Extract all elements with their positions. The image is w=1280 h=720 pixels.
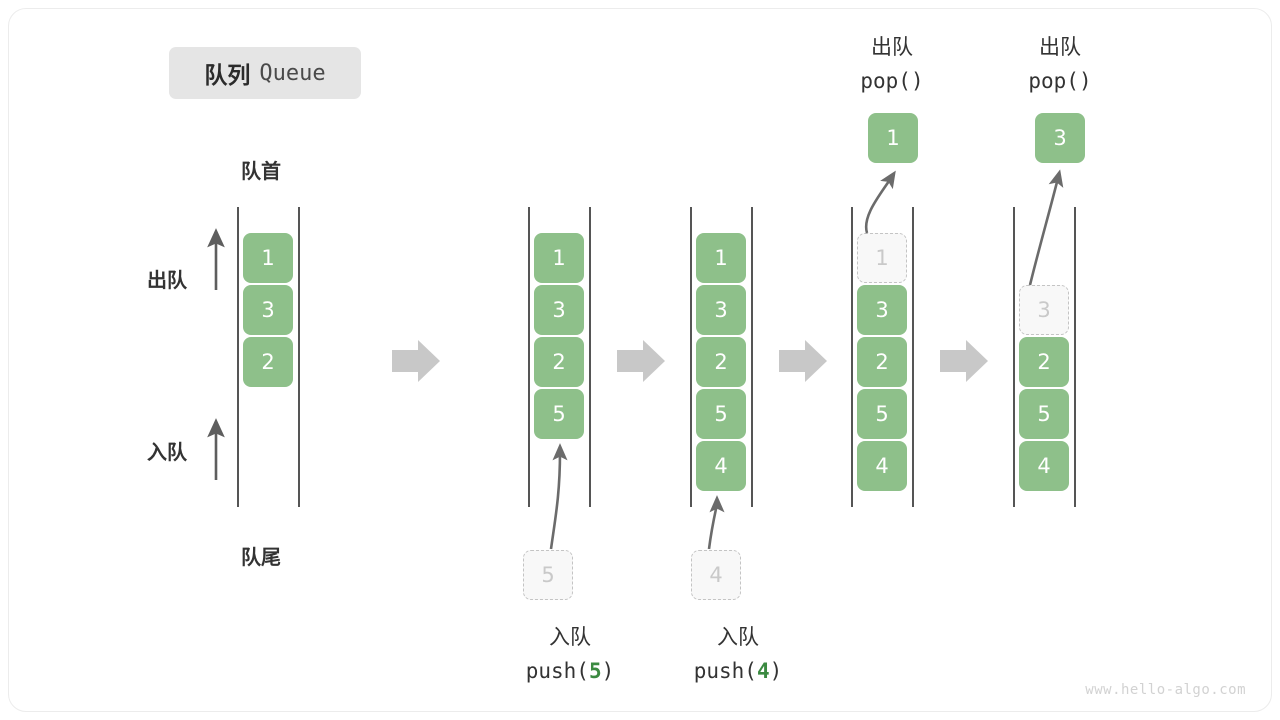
queue-cell: 5 xyxy=(534,389,584,439)
diagram-card xyxy=(8,8,1272,712)
queue-cell: 2 xyxy=(243,337,293,387)
enqueue-direction-label: 入队 xyxy=(147,440,187,464)
ghost-cell: 4 xyxy=(691,550,741,600)
queue-cell: 2 xyxy=(1019,337,1069,387)
operation-cn: 出队 xyxy=(1039,35,1081,59)
rail-right-step1 xyxy=(298,207,300,507)
operation-code: pop() xyxy=(860,69,924,93)
operation-code: pop() xyxy=(1028,69,1092,93)
rail-left-step3 xyxy=(690,207,692,507)
popped-value-box: 3 xyxy=(1035,113,1085,163)
queue-cell: 2 xyxy=(857,337,907,387)
operation-label-push-4: 入队 push(4) xyxy=(678,620,798,688)
operation-arg: 5 xyxy=(588,659,602,683)
popped-value-box: 1 xyxy=(868,113,918,163)
operation-cn: 入队 xyxy=(549,625,591,649)
rail-right-step2 xyxy=(589,207,591,507)
operation-label-pop-1: 出队 pop() xyxy=(832,30,952,98)
rail-left-step4 xyxy=(851,207,853,507)
queue-cell: 3 xyxy=(857,285,907,335)
rail-left-step5 xyxy=(1013,207,1015,507)
operation-cn: 入队 xyxy=(717,625,759,649)
queue-cell: 3 xyxy=(243,285,293,335)
dequeue-direction-label: 出队 xyxy=(147,268,187,292)
operation-arg: 4 xyxy=(756,659,770,683)
title-en: Queue xyxy=(259,60,326,86)
queue-cell: 4 xyxy=(857,441,907,491)
queue-cell: 3 xyxy=(696,285,746,335)
queue-cell: 4 xyxy=(1019,441,1069,491)
operation-cn: 出队 xyxy=(871,35,913,59)
rail-right-step5 xyxy=(1074,207,1076,507)
queue-cell: 1 xyxy=(243,233,293,283)
rail-left-step1 xyxy=(237,207,239,507)
queue-cell: 5 xyxy=(696,389,746,439)
queue-cell: 1 xyxy=(696,233,746,283)
rail-right-step4 xyxy=(912,207,914,507)
queue-cell: 2 xyxy=(696,337,746,387)
queue-cell: 5 xyxy=(857,389,907,439)
operation-label-push-5: 入队 push(5) xyxy=(510,620,630,688)
rail-right-step3 xyxy=(751,207,753,507)
watermark: www.hello-algo.com xyxy=(1085,682,1246,698)
queue-cell: 1 xyxy=(534,233,584,283)
rail-left-step2 xyxy=(528,207,530,507)
queue-cell: 4 xyxy=(696,441,746,491)
ghost-cell: 3 xyxy=(1019,285,1069,335)
queue-cell: 3 xyxy=(534,285,584,335)
queue-cell: 2 xyxy=(534,337,584,387)
operation-label-pop-3: 出队 pop() xyxy=(1000,30,1120,98)
title-cn: 队列 xyxy=(204,63,251,89)
queue-rear-label: 队尾 xyxy=(241,545,281,569)
ghost-cell: 5 xyxy=(523,550,573,600)
operation-code: push(4) xyxy=(693,659,783,683)
queue-front-label: 队首 xyxy=(241,159,281,183)
title-badge: 队列 Queue xyxy=(169,47,361,99)
ghost-cell: 1 xyxy=(857,233,907,283)
operation-code: push(5) xyxy=(525,659,615,683)
queue-cell: 5 xyxy=(1019,389,1069,439)
